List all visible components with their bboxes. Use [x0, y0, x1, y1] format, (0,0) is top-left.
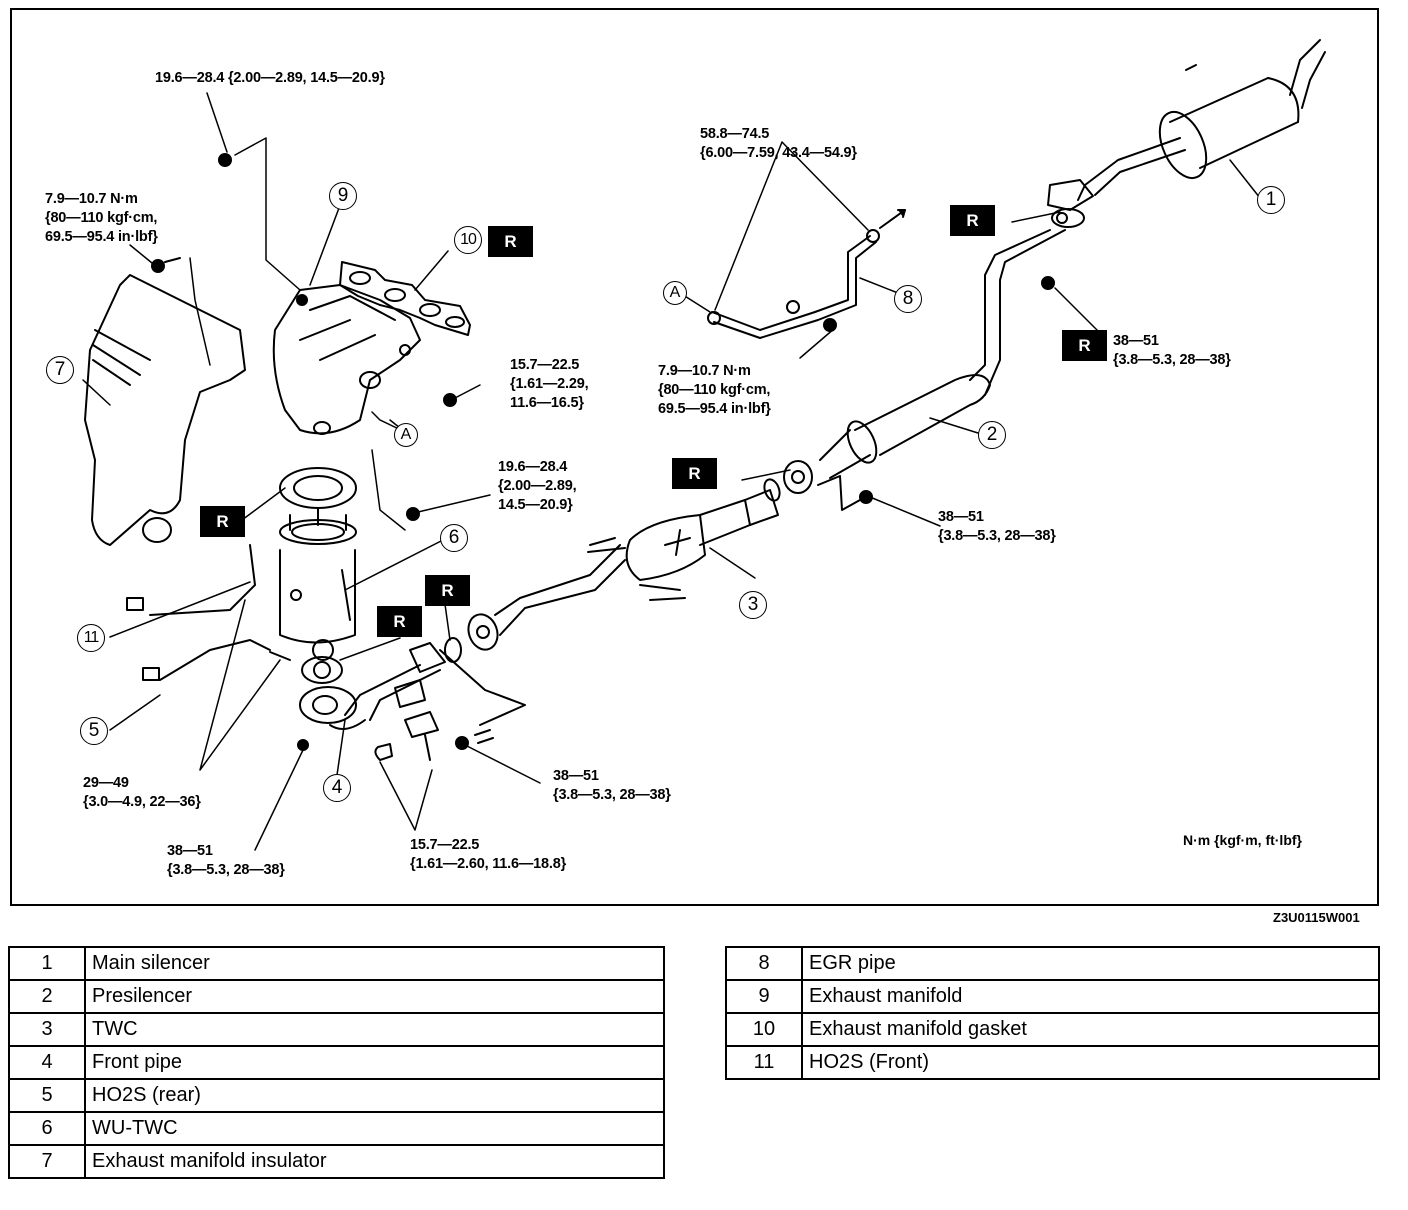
wu-twc-nut	[406, 507, 420, 521]
callout-8: 8	[894, 285, 922, 313]
torque-egr-bracket: 7.9—10.7 N·m{80—110 kgf·cm,69.5—95.4 in·…	[658, 363, 771, 417]
replace-mark-wu-twc-gasket: R	[200, 506, 245, 537]
part-name: Front pipe	[84, 1045, 665, 1080]
torque-bracket-bolts: 15.7—22.5{1.61—2.60, 11.6—18.8}	[410, 837, 567, 872]
callout-7: 7	[46, 356, 74, 384]
wu-twc-drawing	[279, 467, 357, 661]
callout-5: 5	[80, 717, 108, 745]
ho2s-front-drawing	[126, 544, 256, 616]
part-name: Exhaust manifold insulator	[84, 1144, 665, 1179]
torque-presilencer-nut: 38—51{3.8—5.3, 28—38}	[938, 509, 1056, 544]
twc-drawing	[587, 489, 779, 601]
units-note: N·m {kgf·m, ft·lbf}	[1183, 832, 1302, 848]
egr-pipe-drawing	[707, 209, 906, 339]
callout-10: 10	[454, 226, 482, 254]
front-pipe-drawing	[297, 642, 526, 761]
mid-pipe-drawing	[444, 544, 626, 663]
exhaust-manifold-drawing	[272, 284, 421, 435]
manifold-insulator-drawing	[84, 257, 246, 546]
part-name: Exhaust manifold gasket	[801, 1012, 1380, 1047]
main-silencer-drawing	[1077, 39, 1326, 201]
diagram-frame	[10, 8, 1379, 906]
replace-mark-rear-gasket: R	[950, 205, 995, 236]
part-number: 7	[8, 1144, 86, 1179]
part-number: 9	[725, 979, 803, 1014]
manifold-stud-nut	[218, 153, 232, 167]
part-name: Exhaust manifold	[801, 979, 1380, 1014]
manifold-gasket-drawing	[339, 261, 471, 336]
callout-6: 6	[440, 524, 468, 552]
part-number: 1	[8, 946, 86, 981]
callout-11: 11	[77, 624, 105, 652]
torque-silencer-nut: 38—51{3.8—5.3, 28—38}	[1113, 333, 1231, 368]
part-number: 2	[8, 979, 86, 1014]
part-number: 11	[725, 1045, 803, 1080]
torque-ho2s: 29—49{3.0—4.9, 22—36}	[83, 775, 201, 810]
part-number: 3	[8, 1012, 86, 1047]
torque-front-pipe-spring: 38—51{3.8—5.3, 28—38}	[553, 768, 671, 803]
callout-2: 2	[978, 421, 1006, 449]
part-number: 10	[725, 1012, 803, 1047]
replace-mark-gasket: R	[488, 226, 533, 257]
callout-3: 3	[739, 591, 767, 619]
replace-mark-rear-nut: R	[1062, 330, 1107, 361]
callout-9: 9	[329, 182, 357, 210]
replace-mark-twc-gasket: R	[672, 458, 717, 489]
ho2s-rear-drawing	[142, 639, 291, 681]
part-name: TWC	[84, 1012, 665, 1047]
callout-1: 1	[1257, 186, 1285, 214]
torque-front-pipe-nut: 38—51{3.8—5.3, 28—38}	[167, 843, 285, 878]
torque-manifold-top: 19.6—28.4 {2.00—2.89, 14.5—20.9}	[155, 70, 385, 86]
presilencer-drawing	[763, 374, 991, 511]
part-name: HO2S (Front)	[801, 1045, 1380, 1080]
manifold-nut	[443, 393, 457, 407]
torque-egr-unions: 58.8—74.5{6.00—7.59, 43.4—54.9}	[700, 126, 857, 161]
part-name: WU-TWC	[84, 1111, 665, 1146]
leader-lines	[82, 92, 1261, 851]
part-number: 8	[725, 946, 803, 981]
part-name: HO2S (rear)	[84, 1078, 665, 1113]
part-name: Main silencer	[84, 946, 665, 981]
torque-manifold-nut: 15.7—22.5{1.61—2.29,11.6—16.5}	[510, 357, 589, 411]
torque-wu-twc-nut: 19.6—28.4{2.00—2.89,14.5—20.9}	[498, 459, 577, 513]
part-name: Presilencer	[84, 979, 665, 1014]
replace-mark-front-pipe-gasket: R	[377, 606, 422, 637]
replace-mark-mid-gasket: R	[425, 575, 470, 606]
reference-a-egr: A	[663, 281, 687, 305]
torque-insulator-bolt: 7.9—10.7 N·m{80—110 kgf·cm,69.5—95.4 in·…	[45, 191, 158, 245]
callout-4: 4	[323, 774, 351, 802]
part-number: 6	[8, 1111, 86, 1146]
reference-a-manifold: A	[394, 423, 418, 447]
part-name: EGR pipe	[801, 946, 1380, 981]
part-number: 4	[8, 1045, 86, 1080]
rear-flange-drawing	[1041, 179, 1094, 290]
intermediate-pipe-drawing	[969, 229, 1066, 396]
figure-id: Z3U0115W001	[1273, 910, 1360, 925]
part-number: 5	[8, 1078, 86, 1113]
